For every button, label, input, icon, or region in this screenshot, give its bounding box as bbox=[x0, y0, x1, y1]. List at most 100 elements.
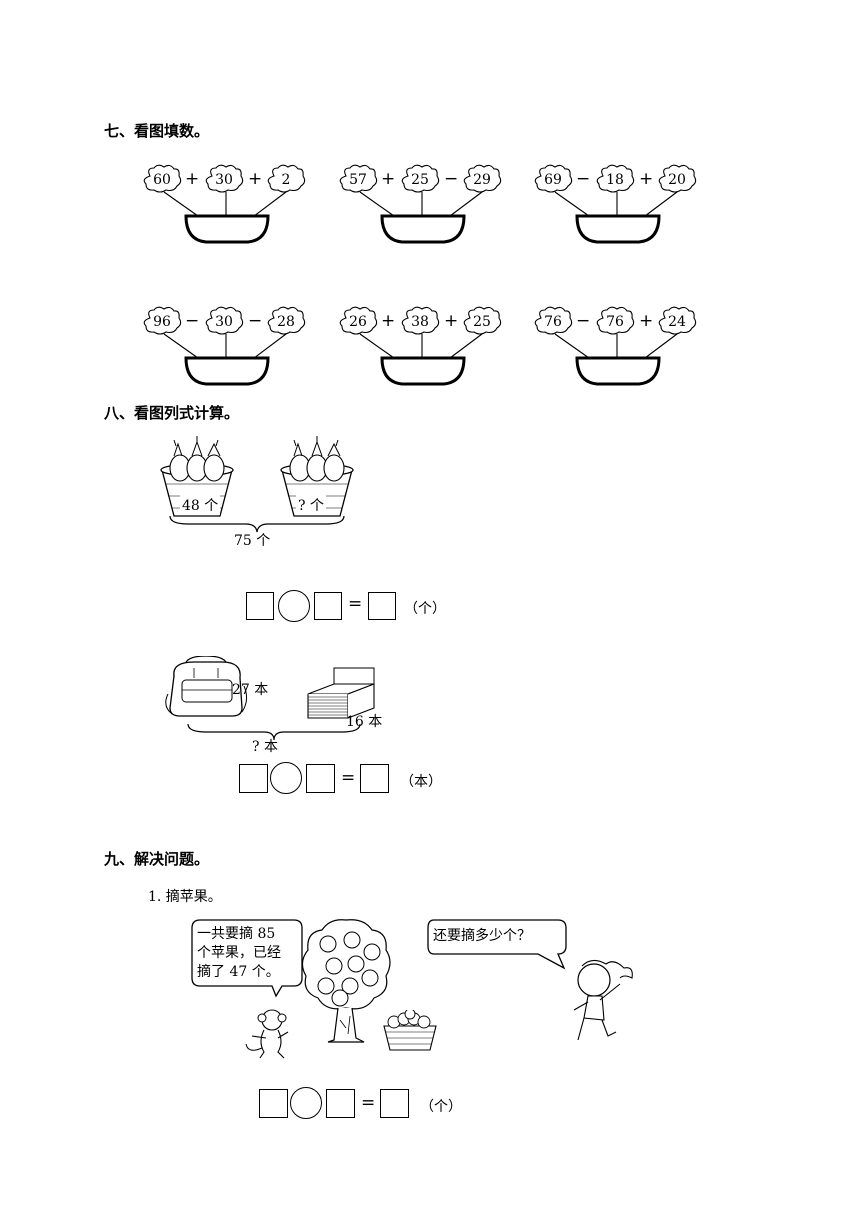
speech-bubble-monkey bbox=[191, 919, 303, 998]
cloud-number: 29 bbox=[473, 172, 491, 188]
answer-box[interactable] bbox=[246, 592, 274, 620]
number-cloud-icon bbox=[658, 306, 697, 335]
operator-sign: − bbox=[576, 169, 591, 189]
bubble2-text: 还要摘多少个？ bbox=[433, 928, 531, 944]
book-stack-icon bbox=[307, 667, 375, 719]
number-cloud-icon bbox=[267, 164, 306, 193]
operator-circle[interactable] bbox=[270, 762, 302, 794]
basket2-count-label: ? 个 bbox=[296, 495, 326, 515]
speech-bubble-child bbox=[427, 919, 567, 970]
unit-label: （个） bbox=[404, 601, 446, 617]
operator-sign: + bbox=[381, 169, 396, 189]
connector-line bbox=[644, 333, 678, 359]
clouds-and-bowl bbox=[534, 306, 697, 386]
answer-box[interactable] bbox=[239, 764, 268, 793]
answer-box[interactable] bbox=[368, 592, 396, 620]
connector-line bbox=[359, 333, 395, 359]
cloud-number: 24 bbox=[668, 314, 686, 330]
cloud-number: 69 bbox=[544, 172, 562, 188]
section7-heading: 七、看图填数。 bbox=[104, 122, 210, 140]
number-cloud-icon bbox=[143, 306, 182, 335]
cloud-number: 18 bbox=[606, 172, 624, 188]
answer-bowl-icon bbox=[575, 356, 661, 386]
connector-line bbox=[253, 333, 287, 359]
cloud-number: 25 bbox=[411, 172, 429, 188]
child-picking-icon bbox=[573, 959, 633, 1041]
number-cloud-icon bbox=[463, 306, 502, 335]
section9-heading: 九、解决问题。 bbox=[104, 850, 210, 868]
answer-bowl-icon bbox=[184, 356, 270, 386]
number-cloud-icon bbox=[401, 164, 440, 193]
equals-sign: = bbox=[361, 1093, 376, 1113]
cloud-number: 20 bbox=[668, 172, 686, 188]
connector-line bbox=[163, 333, 199, 359]
total-label-2: ? 本 bbox=[252, 739, 278, 755]
clouds-and-bowl bbox=[339, 164, 502, 244]
equals-sign: = bbox=[348, 594, 363, 614]
unit-label: （个） bbox=[420, 1099, 462, 1115]
connector-line bbox=[554, 191, 590, 217]
answer-bowl-icon bbox=[380, 214, 466, 244]
bubble1-line3: 摘了 47 个。 bbox=[197, 964, 280, 980]
connector-line bbox=[359, 191, 395, 217]
clouds-and-bowl bbox=[143, 164, 306, 244]
equals-sign: = bbox=[341, 768, 356, 788]
cloud-number: 76 bbox=[606, 314, 624, 330]
unit-label: （本） bbox=[400, 774, 442, 790]
total-brace-1 bbox=[169, 515, 345, 533]
number-cloud-icon bbox=[267, 306, 306, 335]
connector-line bbox=[449, 333, 483, 359]
cloud-number: 96 bbox=[153, 314, 171, 330]
number-cloud-icon bbox=[658, 164, 697, 193]
book-stack-label: 16 本 bbox=[346, 714, 383, 730]
operator-circle[interactable] bbox=[290, 1087, 322, 1119]
connector-line bbox=[644, 191, 678, 217]
cloud-number: 60 bbox=[153, 172, 171, 188]
cloud-number: 25 bbox=[473, 314, 491, 330]
answer-bowl-icon bbox=[575, 214, 661, 244]
operator-sign: − bbox=[248, 311, 263, 331]
number-cloud-icon bbox=[205, 306, 244, 335]
answer-box[interactable] bbox=[259, 1089, 288, 1118]
bubble1-line2: 个苹果，已经 bbox=[197, 945, 281, 961]
answer-bowl-icon bbox=[184, 214, 270, 244]
monkey-icon bbox=[245, 1009, 289, 1059]
number-cloud-icon bbox=[339, 306, 378, 335]
answer-box[interactable] bbox=[326, 1089, 355, 1118]
operator-sign: − bbox=[576, 311, 591, 331]
connector-line bbox=[449, 191, 483, 217]
operator-sign: + bbox=[185, 169, 200, 189]
cloud-number: 38 bbox=[411, 314, 429, 330]
radish-basket-right bbox=[280, 436, 354, 517]
clouds-and-bowl bbox=[339, 306, 502, 386]
total-label-1: 75 个 bbox=[234, 533, 271, 549]
number-cloud-icon bbox=[143, 164, 182, 193]
answer-box[interactable] bbox=[306, 764, 335, 793]
cloud-number: 30 bbox=[215, 172, 233, 188]
operator-sign: + bbox=[444, 311, 459, 331]
cloud-number: 76 bbox=[544, 314, 562, 330]
section8-heading: 八、看图列式计算。 bbox=[104, 404, 240, 422]
bowl-problem: 57 25 29 + − bbox=[336, 162, 516, 244]
clouds-and-bowl bbox=[143, 306, 306, 386]
operator-sign: + bbox=[248, 169, 263, 189]
number-cloud-icon bbox=[339, 164, 378, 193]
connector-line bbox=[554, 333, 590, 359]
answer-box[interactable] bbox=[314, 592, 342, 620]
total-brace-2 bbox=[187, 723, 361, 741]
answer-box[interactable] bbox=[360, 764, 389, 793]
answer-box[interactable] bbox=[380, 1089, 409, 1118]
bowl-problem: 76 76 24 − + bbox=[531, 304, 711, 386]
operator-sign: + bbox=[639, 311, 654, 331]
cloud-number: 57 bbox=[349, 172, 367, 188]
backpack-books-label: 27 本 bbox=[232, 682, 269, 698]
number-cloud-icon bbox=[596, 164, 635, 193]
answer-bowl-icon bbox=[380, 356, 466, 386]
operator-circle[interactable] bbox=[278, 590, 310, 622]
number-cloud-icon bbox=[463, 164, 502, 193]
number-cloud-icon bbox=[534, 164, 573, 193]
operator-sign: − bbox=[444, 169, 459, 189]
